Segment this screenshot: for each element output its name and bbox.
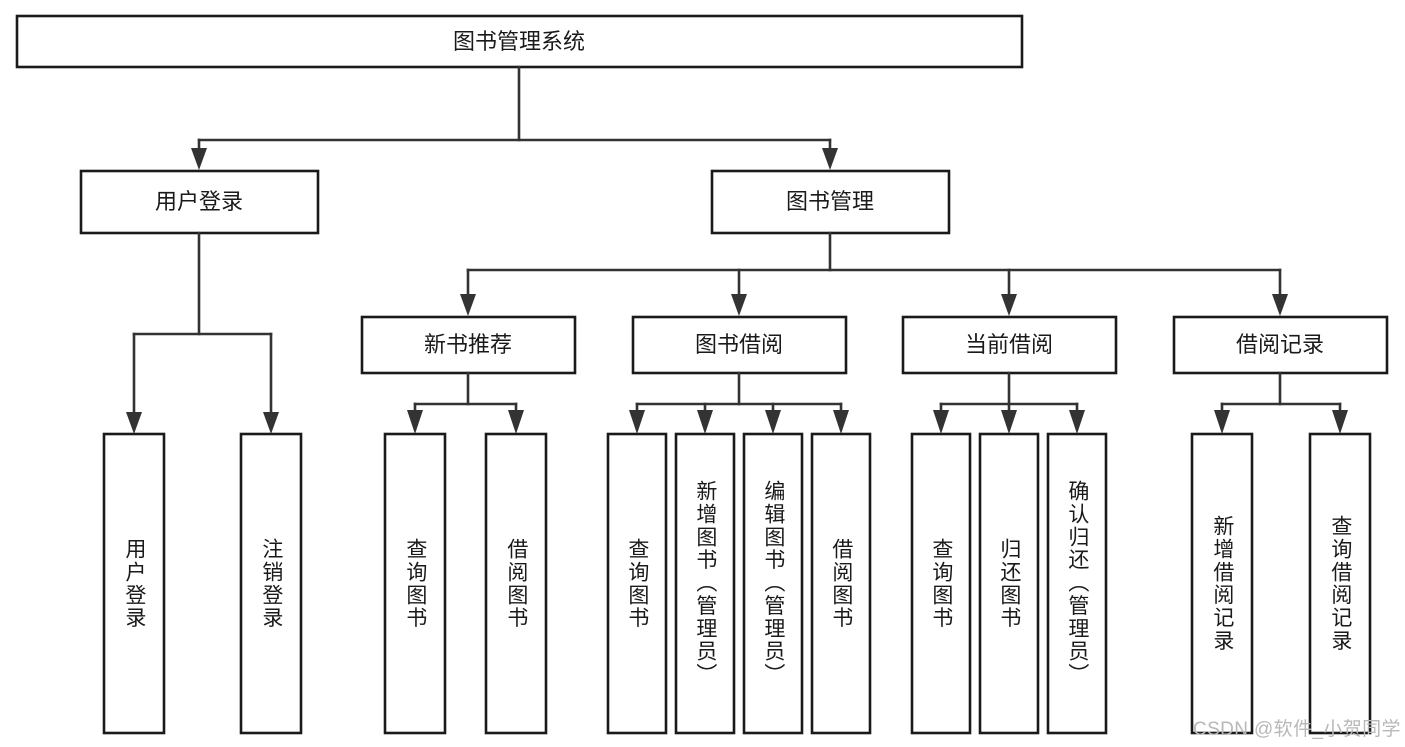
node-new-book-recommend[interactable]: 新书推荐 (360, 315, 577, 375)
node-root[interactable]: 图书管理系统 (15, 14, 1024, 69)
node-book-borrow[interactable]: 图书借阅 (631, 315, 848, 375)
node-new-book-recommend-label: 新书推荐 (424, 332, 512, 357)
leaf-box-add-book[interactable] (674, 432, 736, 735)
arrowhead-to-book-borrow (731, 294, 747, 316)
arrowhead-to-current-borrow (1001, 294, 1017, 316)
arrowhead-leaf-borrow-book-1 (508, 410, 524, 434)
node-current-borrow-box[interactable] (901, 315, 1118, 375)
arrowhead-leaf-add-book (697, 410, 713, 434)
node-current-borrow[interactable]: 当前借阅 (901, 315, 1118, 375)
arrowhead-to-borrow-record (1272, 294, 1288, 316)
arrowhead-to-new-book-recommend (460, 294, 476, 316)
node-user-login-label: 用户登录 (155, 189, 243, 214)
node-borrow-record[interactable]: 借阅记录 (1172, 315, 1389, 375)
leaf-box-logout-login[interactable] (239, 432, 303, 735)
leaf-box-user-login[interactable] (102, 432, 166, 735)
leaf-box-query-book-3[interactable] (910, 432, 972, 735)
node-book-manage-label: 图书管理 (786, 189, 874, 214)
leaf-box-query-book-2[interactable] (606, 432, 668, 735)
node-borrow-record-box[interactable] (1172, 315, 1389, 375)
node-book-borrow-label: 图书借阅 (695, 332, 783, 357)
arrowhead-to-user-login (191, 148, 207, 170)
arrowhead-leaf-confirm-return (1069, 410, 1085, 434)
node-current-borrow-label: 当前借阅 (965, 332, 1053, 357)
arrowhead-leaf-query-book-1 (407, 410, 423, 434)
arrowhead-leaf-query-book-2 (629, 410, 645, 434)
leaf-box-return-book[interactable] (978, 432, 1040, 735)
arrowhead-leaf-borrow-book-2 (833, 410, 849, 434)
leaf-box-query-book-1[interactable] (383, 432, 447, 735)
leaf-box-edit-book[interactable] (742, 432, 804, 735)
node-book-manage-box[interactable] (710, 169, 951, 235)
node-new-book-recommend-box[interactable] (360, 315, 577, 375)
node-book-manage[interactable]: 图书管理 (710, 169, 951, 235)
arrowhead-leaf-logout-login (263, 412, 279, 434)
arrowhead-leaf-edit-book (765, 410, 781, 434)
arrowhead-leaf-query-book-3 (933, 410, 949, 434)
node-borrow-record-label: 借阅记录 (1236, 332, 1324, 357)
node-book-borrow-box[interactable] (631, 315, 848, 375)
arrowhead-to-book-manage (822, 148, 838, 170)
leaf-box-query-record[interactable] (1308, 432, 1372, 735)
node-user-login[interactable]: 用户登录 (79, 169, 320, 235)
leaf-box-borrow-book-2[interactable] (810, 432, 872, 735)
leaf-box-add-record[interactable] (1190, 432, 1254, 735)
arrowhead-leaf-return-book (1001, 410, 1017, 434)
node-root-box[interactable] (15, 14, 1024, 69)
leaf-box-confirm-return[interactable] (1046, 432, 1108, 735)
arrowhead-leaf-add-record (1214, 410, 1230, 434)
arrowhead-leaf-user-login (126, 412, 142, 434)
arrowhead-leaf-query-record (1332, 410, 1348, 434)
csdn-watermark: CSDN @软件_小贺同学 (1193, 719, 1401, 740)
node-root-label: 图书管理系统 (453, 29, 585, 54)
leaf-box-borrow-book-1[interactable] (484, 432, 548, 735)
